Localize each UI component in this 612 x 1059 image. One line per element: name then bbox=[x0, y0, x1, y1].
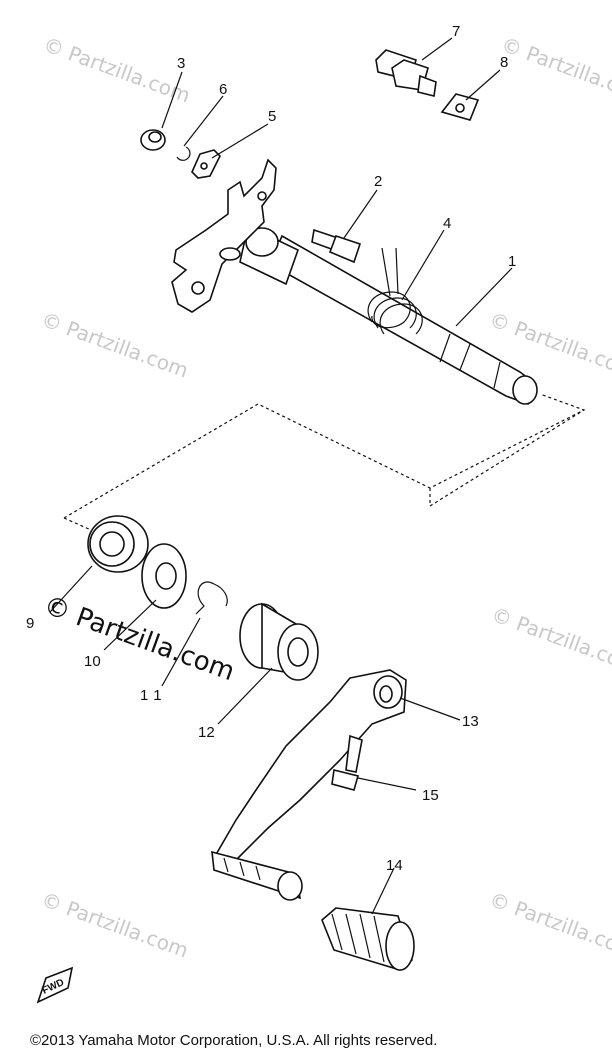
callout-11: 11 bbox=[140, 687, 168, 704]
part-5-plate bbox=[191, 149, 221, 179]
part-13-shift-lever bbox=[211, 669, 407, 901]
callout-7: 7 bbox=[452, 23, 460, 40]
part-4-spring bbox=[367, 247, 423, 335]
watermarks: © Partzilla.com © Partzilla.com © Partzi… bbox=[38, 32, 612, 962]
watermark-1: © Partzilla.com bbox=[40, 32, 193, 107]
callout-1: 1 bbox=[508, 253, 516, 270]
callout-13: 13 bbox=[462, 713, 479, 730]
part-15-bolt bbox=[331, 734, 363, 791]
watermark-5: © Partzilla.com bbox=[488, 602, 612, 677]
callout-10: 10 bbox=[84, 653, 101, 670]
callout-numbers: 1 2 3 4 5 6 7 8 9 10 11 12 13 14 15 bbox=[26, 23, 516, 874]
watermark-2: © Partzilla.com bbox=[498, 32, 612, 107]
watermark-3: © Partzilla.com bbox=[38, 307, 191, 382]
part-11-circlip bbox=[195, 581, 228, 615]
copyright-notice: ©2013 Yamaha Motor Corporation, U.S.A. A… bbox=[30, 1032, 438, 1049]
callout-12: 12 bbox=[198, 724, 215, 741]
part-2-pin bbox=[311, 228, 362, 264]
part-6-clip bbox=[176, 146, 191, 161]
watermark-prominent: © Partzilla.com bbox=[40, 590, 239, 687]
part-14-pedal-rubber bbox=[321, 907, 415, 971]
part-12-collar bbox=[239, 602, 319, 681]
watermark-6: © Partzilla.com bbox=[38, 887, 191, 962]
part-8-washer bbox=[440, 93, 480, 121]
dashed-frame bbox=[63, 393, 586, 519]
callout-15: 15 bbox=[422, 787, 439, 804]
part-7-bolt bbox=[375, 49, 437, 97]
callout-3: 3 bbox=[177, 55, 185, 72]
part-9-bearing bbox=[87, 515, 149, 573]
callout-6: 6 bbox=[219, 81, 227, 98]
callout-4: 4 bbox=[443, 215, 451, 232]
part-10-washer bbox=[141, 543, 187, 609]
callout-14: 14 bbox=[386, 857, 403, 874]
part-3-nut bbox=[140, 129, 166, 151]
fwd-arrow-icon: FWD bbox=[36, 966, 74, 1004]
callout-2: 2 bbox=[374, 173, 382, 190]
callout-5: 5 bbox=[268, 108, 276, 125]
part-1-shift-shaft bbox=[171, 158, 538, 406]
leader-lines bbox=[49, 37, 513, 915]
callout-8: 8 bbox=[500, 54, 508, 71]
callout-9: 9 bbox=[26, 615, 34, 632]
watermark-7: © Partzilla.com bbox=[486, 887, 612, 962]
